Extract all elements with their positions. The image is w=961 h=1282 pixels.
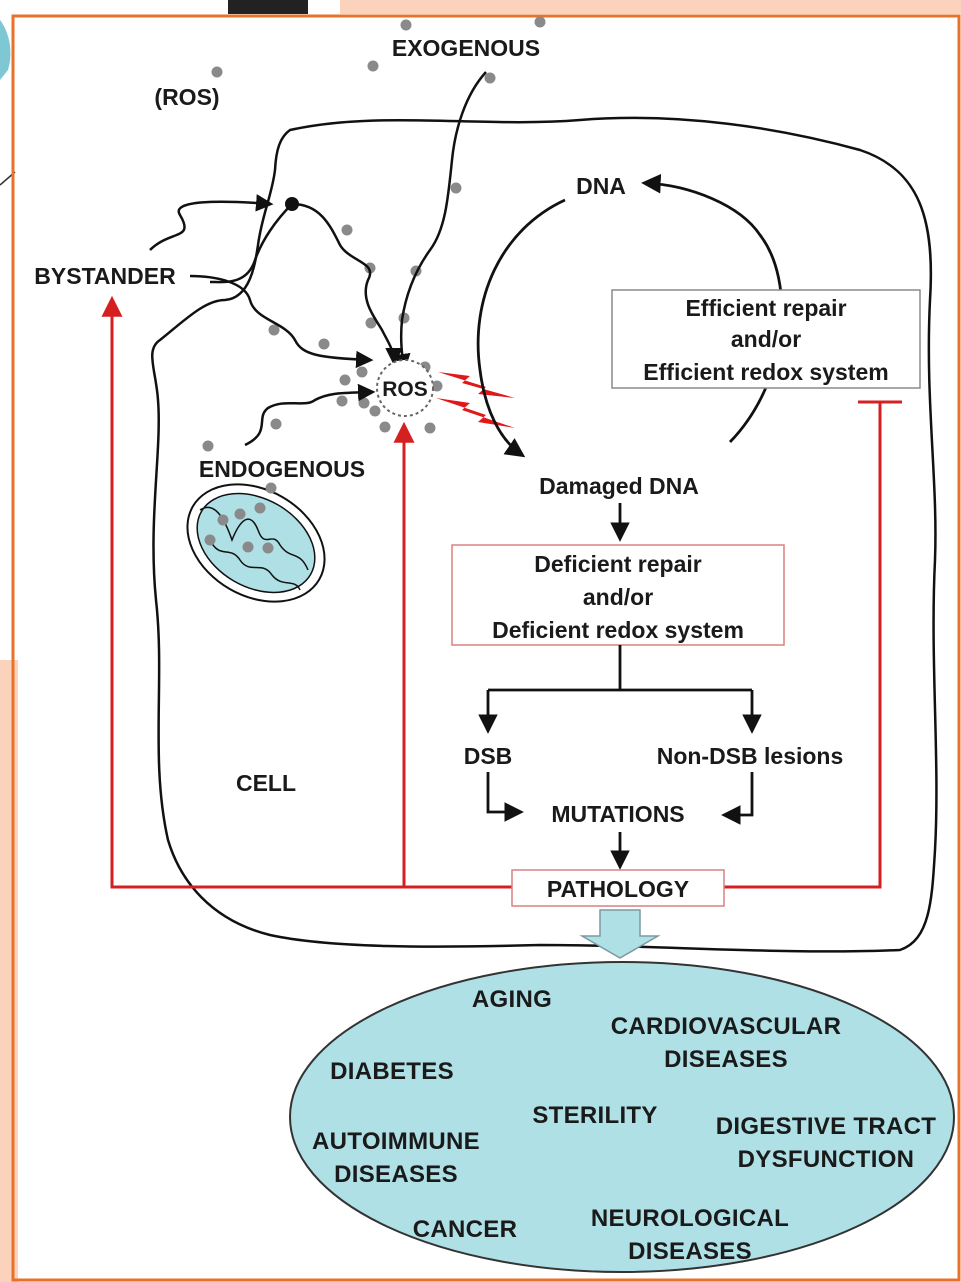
deficient-line-2: and/or xyxy=(583,584,653,610)
disease-sterility: STERILITY xyxy=(532,1102,657,1129)
disease-autoimmune-1: AUTOIMMUNE xyxy=(312,1128,480,1155)
slide-left-band xyxy=(0,660,18,1282)
label-pathology: PATHOLOGY xyxy=(547,876,689,902)
efficient-line-1: Efficient repair xyxy=(685,295,846,321)
label-cell: CELL xyxy=(236,770,296,796)
label-dna: DNA xyxy=(576,173,626,199)
junction-dot xyxy=(285,197,299,211)
deficient-line-3: Deficient redox system xyxy=(492,617,744,643)
disease-digestive-2: DYSFUNCTION xyxy=(738,1146,915,1173)
disease-autoimmune-2: DISEASES xyxy=(334,1161,458,1188)
efficient-line-2: and/or xyxy=(731,326,801,352)
label-non-dsb: Non-DSB lesions xyxy=(657,743,844,769)
label-ros: ROS xyxy=(382,378,428,401)
label-dsb: DSB xyxy=(464,743,513,769)
slide-top-ornament xyxy=(228,0,308,14)
disease-cancer: CANCER xyxy=(413,1216,517,1243)
slide-top-band xyxy=(340,0,961,14)
disease-cardiovascular-2: DISEASES xyxy=(664,1046,788,1073)
label-damaged-dna: Damaged DNA xyxy=(539,473,699,499)
disease-neurological-1: NEUROLOGICAL xyxy=(591,1205,789,1232)
disease-digestive-1: DIGESTIVE TRACT xyxy=(716,1113,937,1140)
disease-cardiovascular-1: CARDIOVASCULAR xyxy=(611,1013,841,1040)
label-mutations: MUTATIONS xyxy=(551,801,684,827)
deficient-line-1: Deficient repair xyxy=(534,551,701,577)
disease-neurological-2: DISEASES xyxy=(628,1238,752,1265)
label-endogenous: ENDOGENOUS xyxy=(199,456,365,482)
label-ros-paren: (ROS) xyxy=(154,84,219,110)
label-bystander: BYSTANDER xyxy=(34,263,176,289)
label-exogenous: EXOGENOUS xyxy=(392,35,540,61)
disease-diabetes: DIABETES xyxy=(330,1058,454,1085)
disease-aging: AGING xyxy=(472,986,552,1013)
efficient-line-3: Efficient redox system xyxy=(643,359,888,385)
